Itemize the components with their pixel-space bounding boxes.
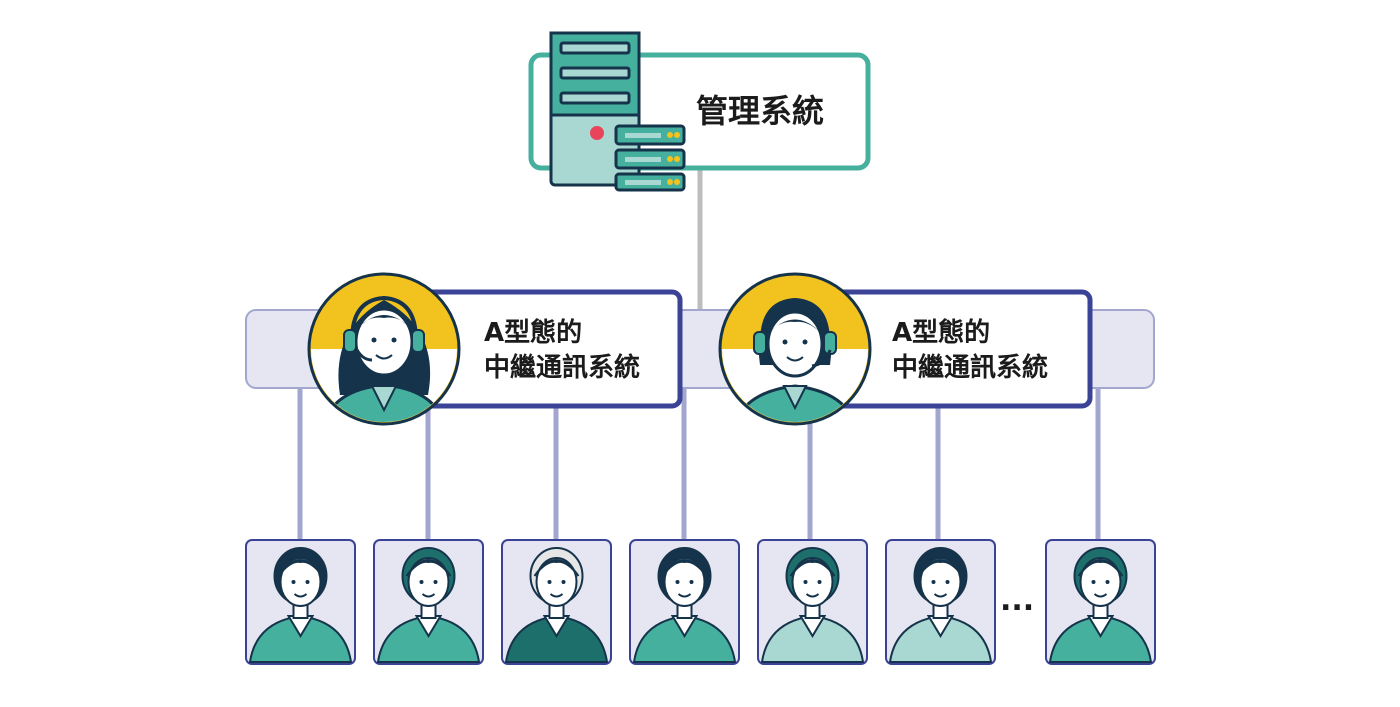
user-connectors xyxy=(297,388,1101,540)
relay-system-2: A型態的 中繼通訊系統 xyxy=(718,272,1093,426)
management-label: 管理系統 xyxy=(696,92,824,130)
user-tile xyxy=(373,539,484,665)
woman-curly-hair-icon xyxy=(1048,547,1153,663)
management-system: 管理系統 xyxy=(528,31,871,192)
elderly-man-glasses-icon xyxy=(504,547,609,663)
woman-short-hair-icon xyxy=(760,547,865,663)
relay-1-line2: 中繼通訊系統 xyxy=(484,352,640,383)
user-tile xyxy=(245,539,356,665)
woman-long-hair-icon xyxy=(376,547,481,663)
user-tile xyxy=(757,539,868,665)
man-short-hair-icon xyxy=(888,547,993,663)
ellipsis: ... xyxy=(1000,583,1034,618)
user-tile xyxy=(501,539,612,665)
user-tile xyxy=(885,539,996,665)
user-tile xyxy=(1045,539,1156,665)
relay-system-1: A型態的 中繼通訊系統 xyxy=(307,272,683,426)
relay-1-line1: A型態的 xyxy=(484,317,582,348)
server-icon xyxy=(549,31,686,192)
user-tile xyxy=(629,539,740,665)
operator-headset-icon xyxy=(307,272,461,426)
relay-2-line2: 中繼通訊系統 xyxy=(892,352,1048,383)
relay-2-line1: A型態的 xyxy=(892,317,990,348)
man-beard-tie-icon xyxy=(248,547,353,663)
woman-dark-hair-icon xyxy=(632,547,737,663)
user-tiles xyxy=(245,539,1156,665)
